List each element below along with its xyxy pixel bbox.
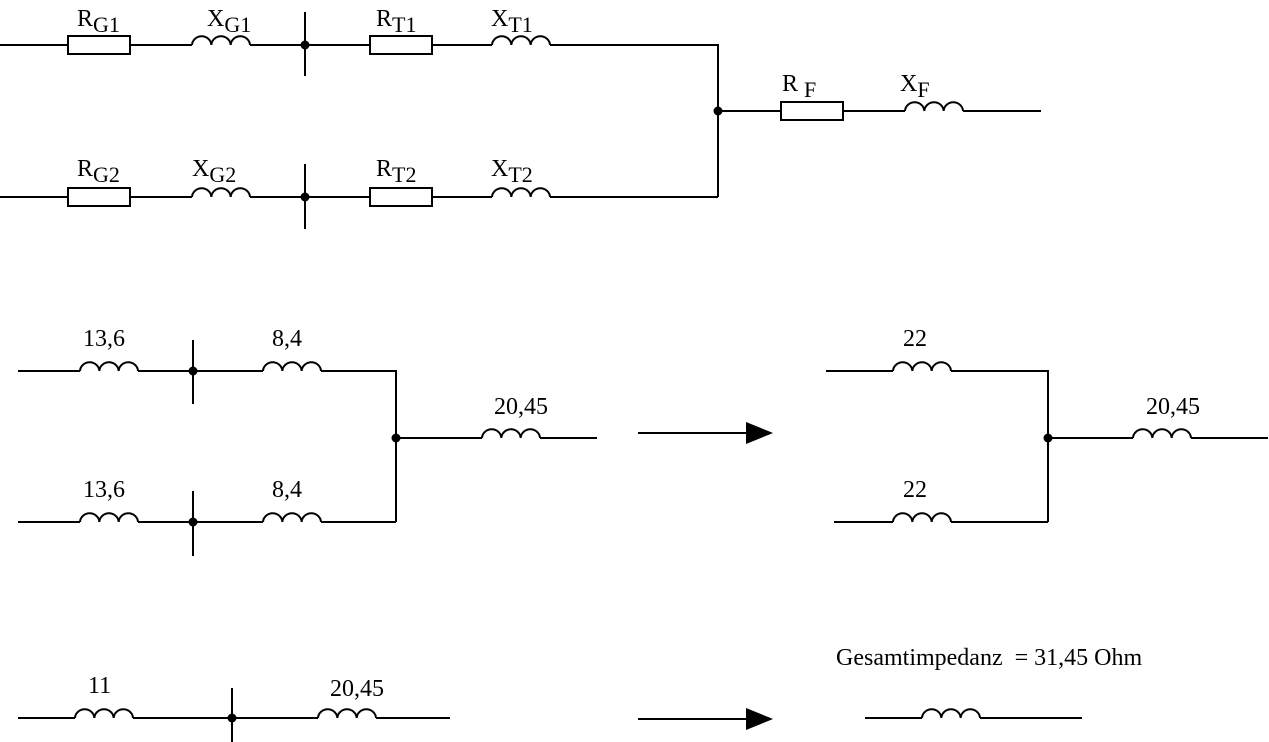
resistor-rt1: [369, 35, 433, 55]
label-mid-xf: 20,45: [494, 394, 548, 420]
bottom-right-result: Gesamtimpedanz = 31,45 Ohm: [836, 645, 1142, 719]
junction-dot: [713, 106, 723, 116]
label-right-xf: 20,45: [1146, 394, 1200, 420]
label-bottom-xpar: 11: [88, 673, 111, 699]
label-xt1: XT1: [491, 6, 533, 37]
label-mid-xt1: 8,4: [272, 326, 302, 352]
label-xt2: XT2: [491, 156, 533, 187]
middle-left-circuit: 13,6 8,4 13,6 8,4 20,45: [18, 326, 597, 556]
resistor-rf: [780, 101, 844, 121]
label-right-x1: 22: [903, 326, 927, 352]
junction-dot: [188, 517, 198, 527]
label-xf: XF: [900, 71, 930, 102]
inductor-mid-xf: [481, 428, 541, 439]
resistor-rg2: [67, 187, 131, 207]
mid-left-branch1-wire: [18, 370, 397, 522]
middle-right-circuit: 22 22 20,45: [826, 326, 1268, 523]
junction-dot: [391, 433, 401, 443]
junction-dot: [300, 40, 310, 50]
resistor-rg1: [67, 35, 131, 55]
inductor-right-xf: [1132, 428, 1192, 439]
label-rt1: RT1: [376, 6, 416, 37]
inductor-xf: [904, 101, 964, 112]
junction-dot: [1043, 433, 1053, 443]
arrow-right-icon: [638, 422, 773, 444]
inductor-xt2: [491, 187, 551, 198]
inductor-mid-xg2: [79, 512, 139, 523]
inductor-total: [921, 708, 981, 719]
inductor-xg1: [191, 35, 251, 46]
label-right-x2: 22: [903, 477, 927, 503]
arrow-right-icon: [638, 708, 773, 730]
label-mid-xg2: 13,6: [83, 477, 125, 503]
inductor-right-x1: [892, 361, 952, 372]
inductor-bottom-xpar: [74, 708, 134, 719]
inductor-right-x2: [892, 512, 952, 523]
label-rg2: RG2: [77, 156, 120, 187]
inductor-bottom-xf: [317, 708, 377, 719]
junction-dot: [227, 713, 237, 723]
label-rg1: RG1: [77, 6, 120, 37]
label-mid-xt2: 8,4: [272, 477, 302, 503]
branch1-wire: [0, 44, 719, 197]
bottom-left-circuit: 11 20,45: [18, 673, 450, 742]
label-rt2: RT2: [376, 156, 416, 187]
label-bottom-xf: 20,45: [330, 676, 384, 702]
junction-dot: [188, 366, 198, 376]
label-xg2: XG2: [192, 156, 236, 187]
inductor-mid-xt1: [262, 361, 322, 372]
inductor-mid-xt2: [262, 512, 322, 523]
inductor-mid-xg1: [79, 361, 139, 372]
label-xg1: XG1: [207, 6, 251, 37]
inductor-xg2: [191, 187, 251, 198]
mid-right-branch1-wire: [826, 370, 1049, 522]
junction-dot: [300, 192, 310, 202]
resistor-rt2: [369, 187, 433, 207]
inductor-xt1: [491, 35, 551, 46]
total-impedance-text: Gesamtimpedanz = 31,45 Ohm: [836, 645, 1142, 671]
label-mid-xg1: 13,6: [83, 326, 125, 352]
